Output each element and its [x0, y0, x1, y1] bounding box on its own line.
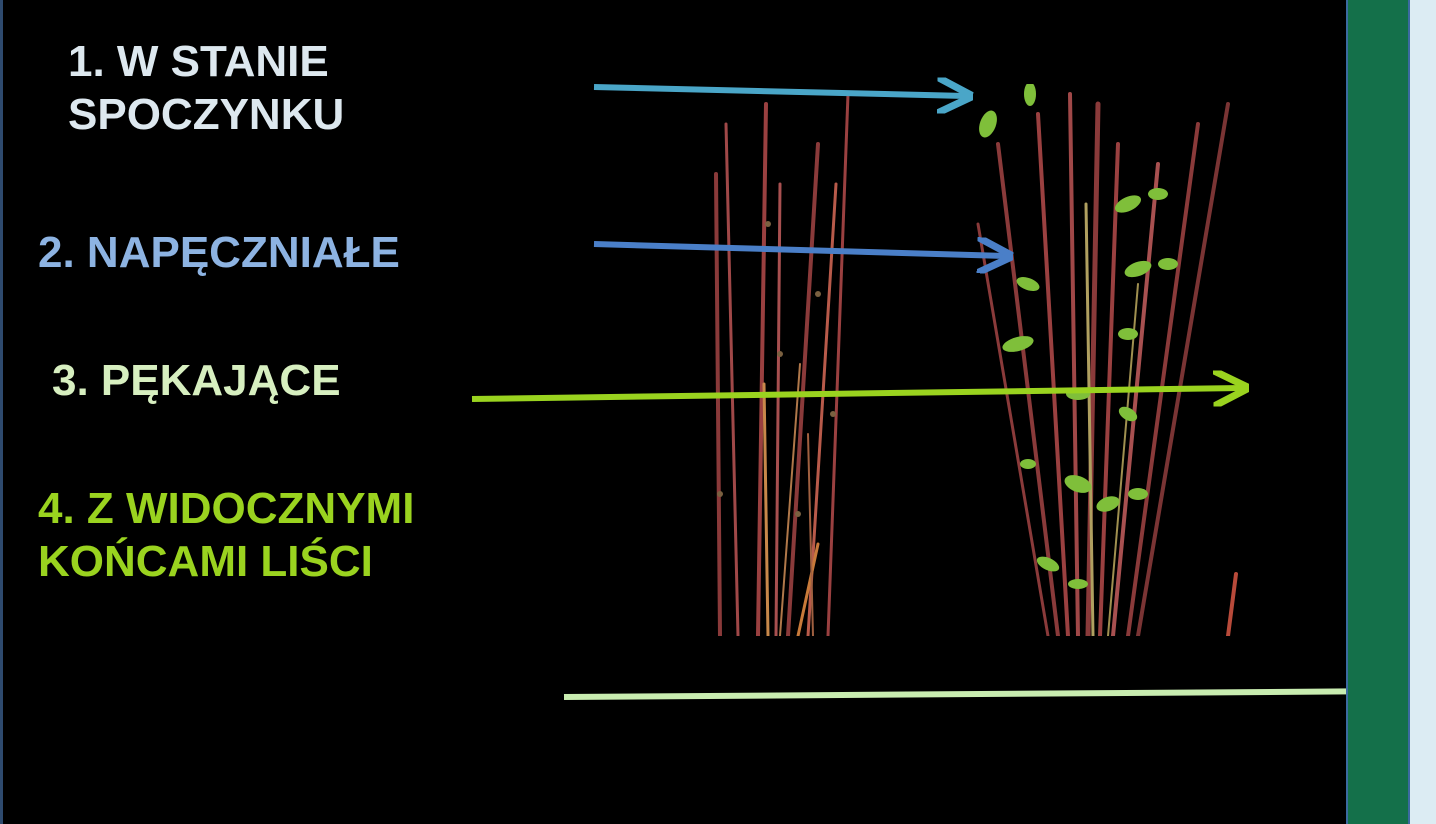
stage-2-label: 2. NAPĘCZNIAŁE	[38, 227, 400, 280]
stage-4-label-line2: KOŃCAMI LIŚCI	[38, 536, 414, 589]
stage-1-label: 1. W STANIE SPOCZYNKU	[68, 36, 344, 142]
stage-1-label-line2: SPOCZYNKU	[68, 89, 344, 142]
stage-3-label: 3. PĘKAJĄCE	[52, 355, 341, 408]
shoot-photo	[668, 84, 1268, 636]
side-band	[1346, 0, 1410, 824]
stage-4-label-line1: 4. Z WIDOCZNYMI	[38, 483, 414, 536]
left-border	[0, 0, 3, 824]
arrow-stage-4	[564, 691, 1402, 697]
stage-1-label-line1: 1. W STANIE	[68, 36, 344, 89]
side-edge	[1410, 0, 1436, 824]
stage-4-label: 4. Z WIDOCZNYMI KOŃCAMI LIŚCI	[38, 483, 414, 589]
